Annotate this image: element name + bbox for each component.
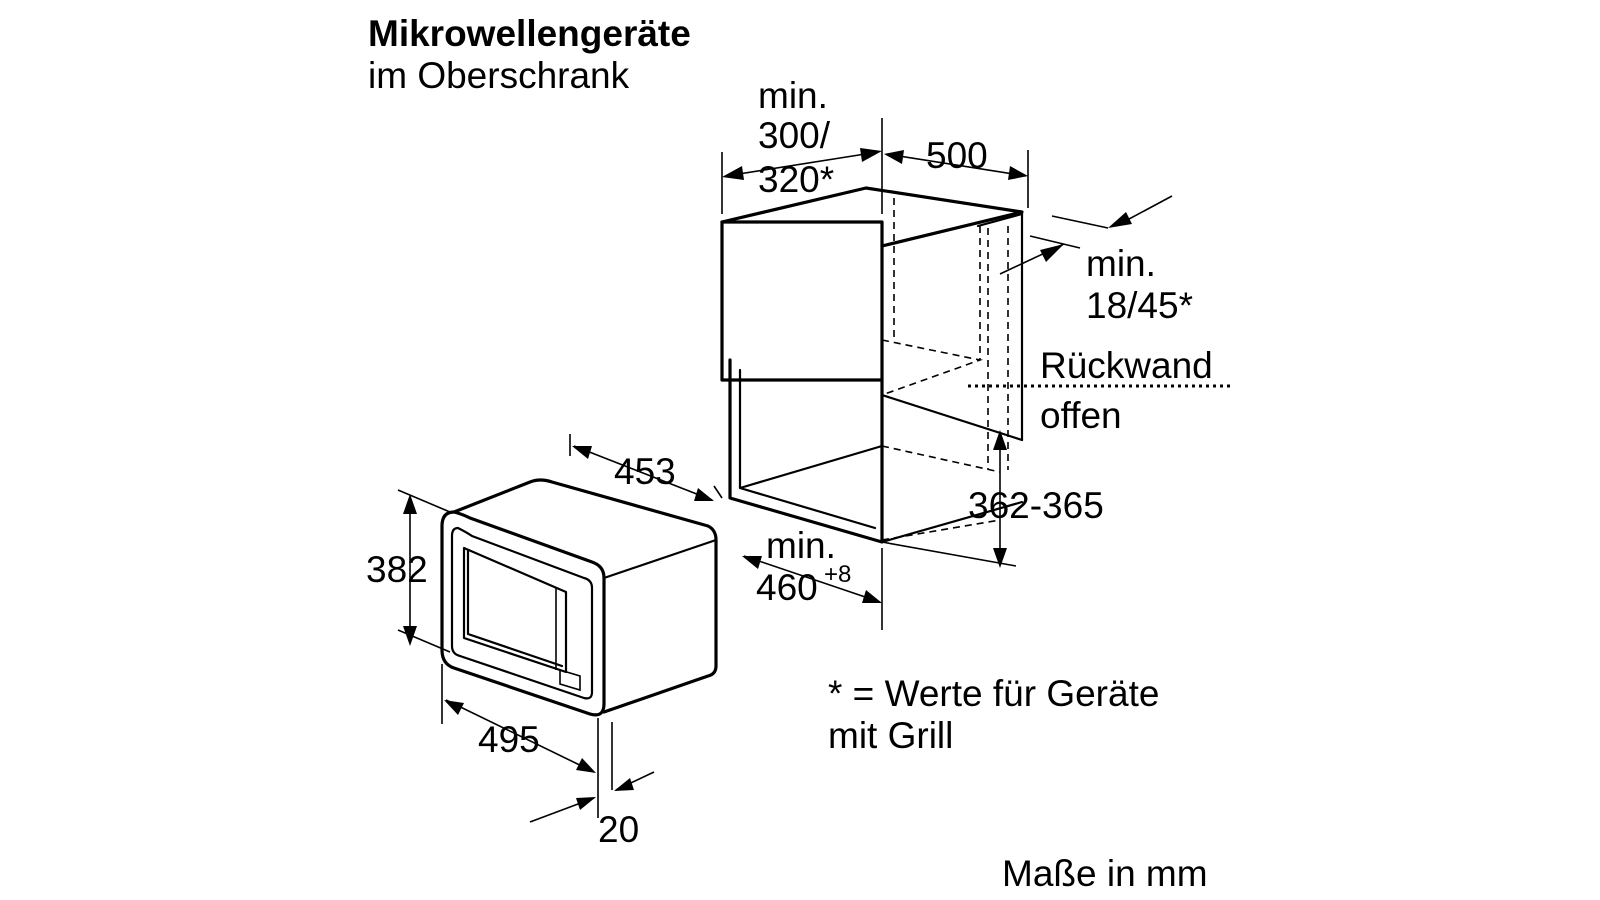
upper-cabinet: [720, 186, 1232, 544]
dim-niche-depth: min. 460 +8: [742, 525, 883, 630]
cabinet-width-value-2: 320*: [758, 159, 834, 200]
microwave-height-value: 382: [366, 549, 428, 590]
dim-microwave-depth: 495: [441, 664, 596, 773]
front-depth-value: 20: [598, 809, 639, 850]
dim-cabinet-width: min. 300/ 320*: [721, 75, 883, 214]
dim-front-depth: 20: [529, 718, 655, 850]
rear-wall-label: Rückwand: [1040, 345, 1213, 386]
diagram-title: Mikrowellengeräte: [368, 13, 691, 54]
cabinet-width-value-1: 300/: [758, 115, 831, 156]
niche-height-value: 362-365: [968, 485, 1104, 526]
note-grill-line-1: * = Werte für Geräte: [828, 673, 1159, 714]
cabinet-depth-value: 500: [926, 135, 988, 176]
dim-niche-height: 362-365: [881, 430, 1104, 568]
cabinet-width-min-label: min.: [758, 75, 828, 116]
niche-depth-value: 460: [756, 567, 818, 608]
rear-gap-min-label: min.: [1086, 243, 1156, 284]
niche-depth-tolerance: +8: [824, 561, 851, 588]
niche-depth-min-label: min.: [766, 525, 836, 566]
diagram-subtitle: im Oberschrank: [368, 55, 630, 96]
dim-rear-gap: min. 18/45*: [999, 195, 1193, 326]
microwave: [440, 478, 718, 717]
rear-gap-value: 18/45*: [1086, 285, 1193, 326]
microwave-depth-value: 495: [478, 719, 540, 760]
rear-wall-open-label: offen: [1040, 395, 1122, 436]
dim-cabinet-depth: 500: [884, 135, 1029, 208]
note-grill-line-2: mit Grill: [828, 715, 953, 756]
microwave-width-value: 453: [614, 451, 676, 492]
dim-microwave-height: 382: [366, 489, 451, 653]
units-note: Maße in mm: [1002, 853, 1208, 894]
rear-wall-open-callout: Rückwand offen: [1040, 345, 1213, 436]
dim-microwave-width: 453: [569, 434, 723, 501]
